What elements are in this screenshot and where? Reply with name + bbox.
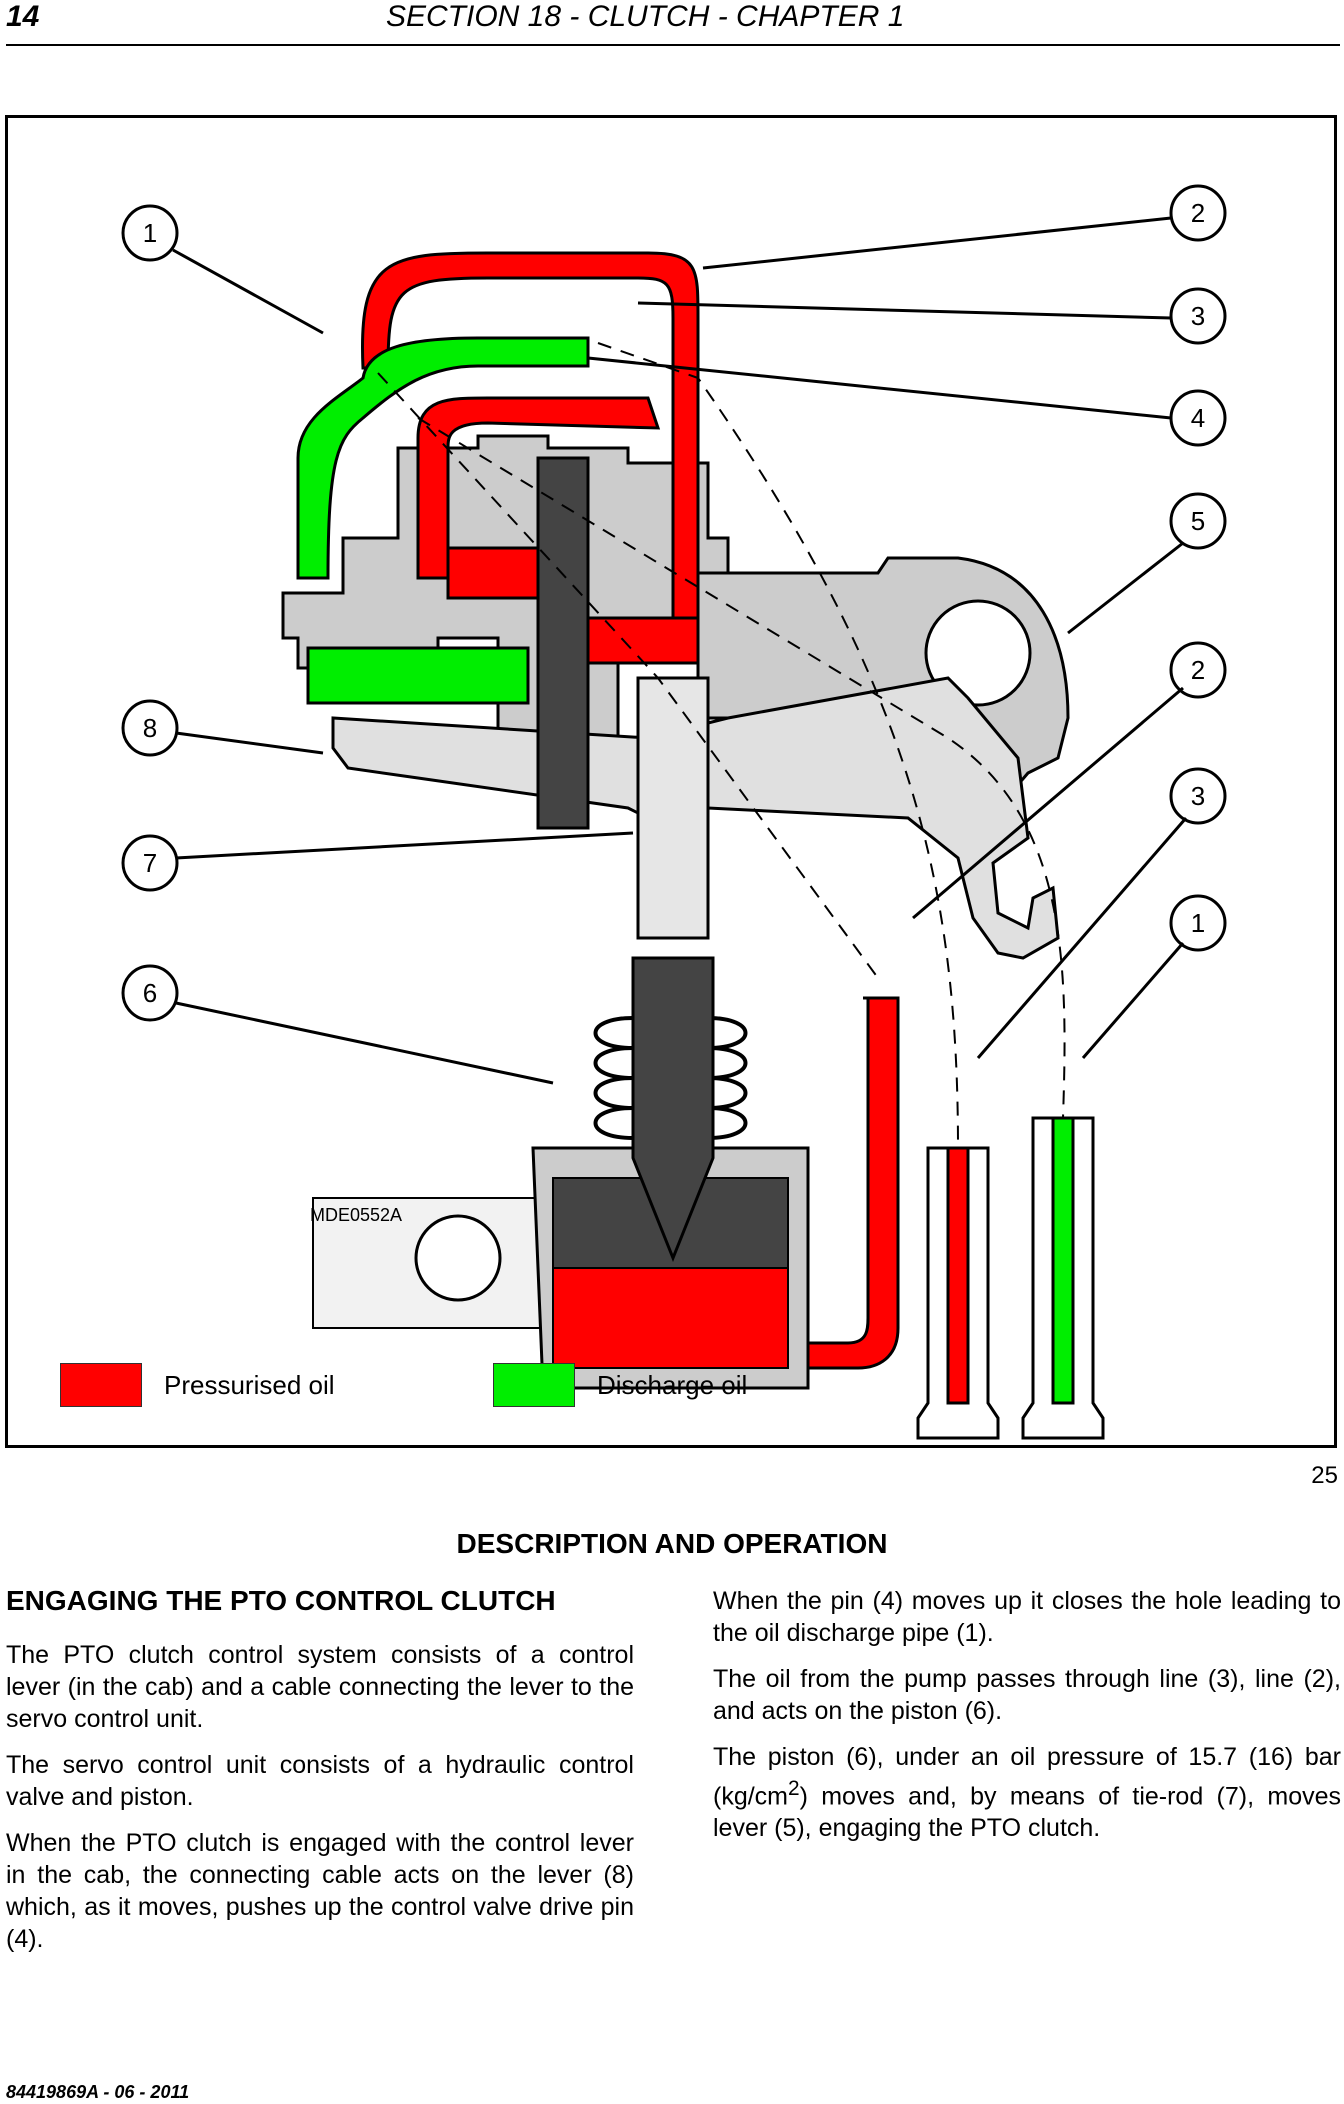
section-title: SECTION 18 - CLUTCH - CHAPTER 1	[386, 0, 905, 33]
svg-text:6: 6	[143, 978, 157, 1008]
svg-text:5: 5	[1191, 506, 1205, 536]
legend-label: Discharge oil	[597, 1369, 748, 1400]
left-column: ENGAGING THE PTO CONTROL CLUTCH The PTO …	[6, 1585, 634, 1969]
paragraph: When the PTO clutch is engaged with the …	[6, 1829, 634, 1953]
bracket-hole	[414, 1214, 502, 1302]
legend-discharge-oil: Discharge oil	[493, 1363, 747, 1407]
legend-swatch-red	[60, 1363, 142, 1407]
paragraph: The PTO clutch control system consists o…	[6, 1641, 634, 1733]
svg-text:2: 2	[1191, 198, 1205, 228]
clutch-servo-diagram: 1 2 3 4 5 2 3 1 8 7 6	[121, 184, 1227, 1440]
callout-leaders	[172, 216, 1188, 1085]
figure-number: 25	[1311, 1462, 1338, 1489]
piston-rod	[631, 956, 715, 1263]
right-column: When the pin (4) moves up it closes the …	[713, 1585, 1341, 1858]
figure-frame: 1 2 3 4 5 2 3 1 8 7 6	[5, 115, 1337, 1448]
superscript: 2	[788, 1777, 800, 1800]
paragraph: The servo control unit consists of a hyd…	[6, 1751, 634, 1811]
paragraph: The oil from the pump passes through lin…	[713, 1665, 1341, 1725]
pipe-ends	[916, 1116, 1105, 1440]
piston-paragraph: The piston (6), under an oil pressure of…	[713, 1741, 1341, 1844]
paragraph: When the pin (4) moves up it closes the …	[713, 1587, 1341, 1647]
svg-text:4: 4	[1191, 403, 1205, 433]
legend-swatch-green	[493, 1363, 575, 1407]
svg-text:3: 3	[1191, 781, 1205, 811]
callout-numbers: 1 2 3 4 5 2 3 1 8 7 6	[143, 198, 1205, 1008]
legend-label: Pressurised oil	[164, 1369, 335, 1400]
pressurised-oil-lines	[360, 251, 970, 1405]
svg-text:1: 1	[143, 218, 157, 248]
sub-heading: ENGAGING THE PTO CONTROL CLUTCH	[6, 1585, 556, 1616]
text-run: The piston (6), under an oil pressure of…	[713, 1743, 1341, 1811]
valve-drive-pin-4	[536, 456, 590, 830]
page-header: 14 SECTION 18 - CLUTCH - CHAPTER 1	[6, 0, 1306, 44]
text-run: ) moves and, by means of tie-rod (7), mo…	[713, 1782, 1341, 1843]
discharge-oil-lines	[296, 336, 1075, 1405]
main-heading: DESCRIPTION AND OPERATION	[456, 1528, 888, 1559]
svg-text:3: 3	[1191, 301, 1205, 331]
svg-text:2: 2	[1191, 655, 1205, 685]
tie-rod-7	[636, 676, 710, 940]
header-rule	[6, 44, 1340, 46]
callout-circles	[121, 184, 1227, 1022]
svg-text:7: 7	[143, 848, 157, 878]
footer-doc-code: 84419869A - 06 - 2011	[6, 2082, 190, 2102]
svg-text:1: 1	[1191, 908, 1205, 938]
page-number: 14	[6, 0, 40, 33]
hidden-lines	[377, 342, 1066, 1149]
drawing-code: MDE0552A	[310, 1205, 403, 1225]
svg-text:8: 8	[143, 713, 157, 743]
legend-pressurised-oil: Pressurised oil	[60, 1363, 335, 1407]
pivot-bore	[924, 599, 1032, 707]
